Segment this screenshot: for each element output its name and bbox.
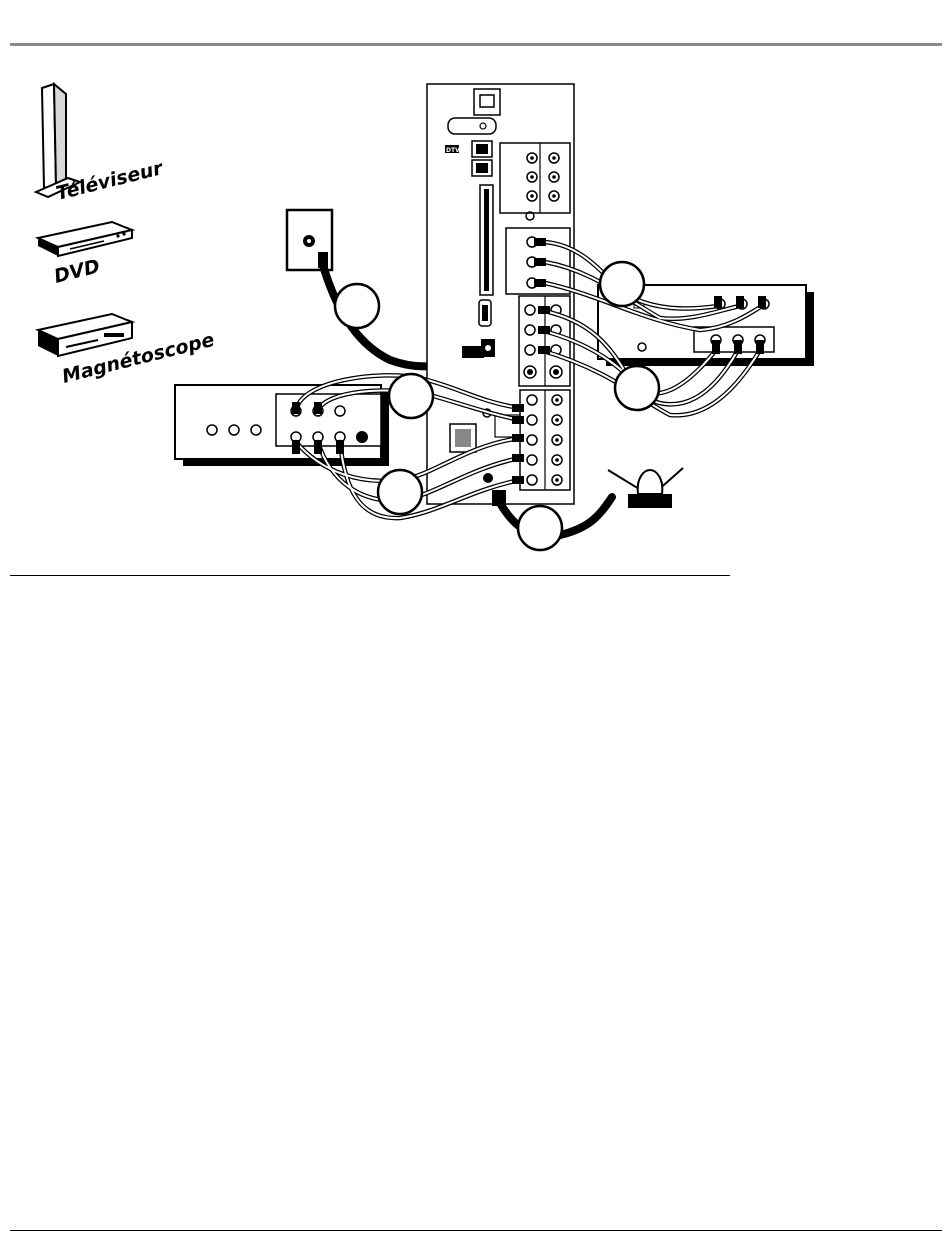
tv-label: Téléviseur [54, 157, 166, 205]
rabbit-ear-antenna-icon [608, 468, 683, 508]
callout-a [335, 284, 379, 328]
vcr-legend-icon [38, 314, 132, 356]
dtv-badge: DTV [446, 147, 460, 154]
footer-rule [10, 1230, 942, 1231]
callout-e [378, 470, 422, 514]
callout-f [518, 506, 562, 550]
dvd-legend-icon [38, 222, 132, 256]
callout-d [615, 366, 659, 410]
dvd-label: DVD [52, 255, 102, 288]
callout-b [600, 262, 644, 306]
connection-diagram: Téléviseur DVD Magnétoscope DT [0, 0, 950, 575]
callout-c [389, 374, 433, 418]
section-rule [10, 575, 730, 576]
vcr-back [175, 385, 389, 466]
